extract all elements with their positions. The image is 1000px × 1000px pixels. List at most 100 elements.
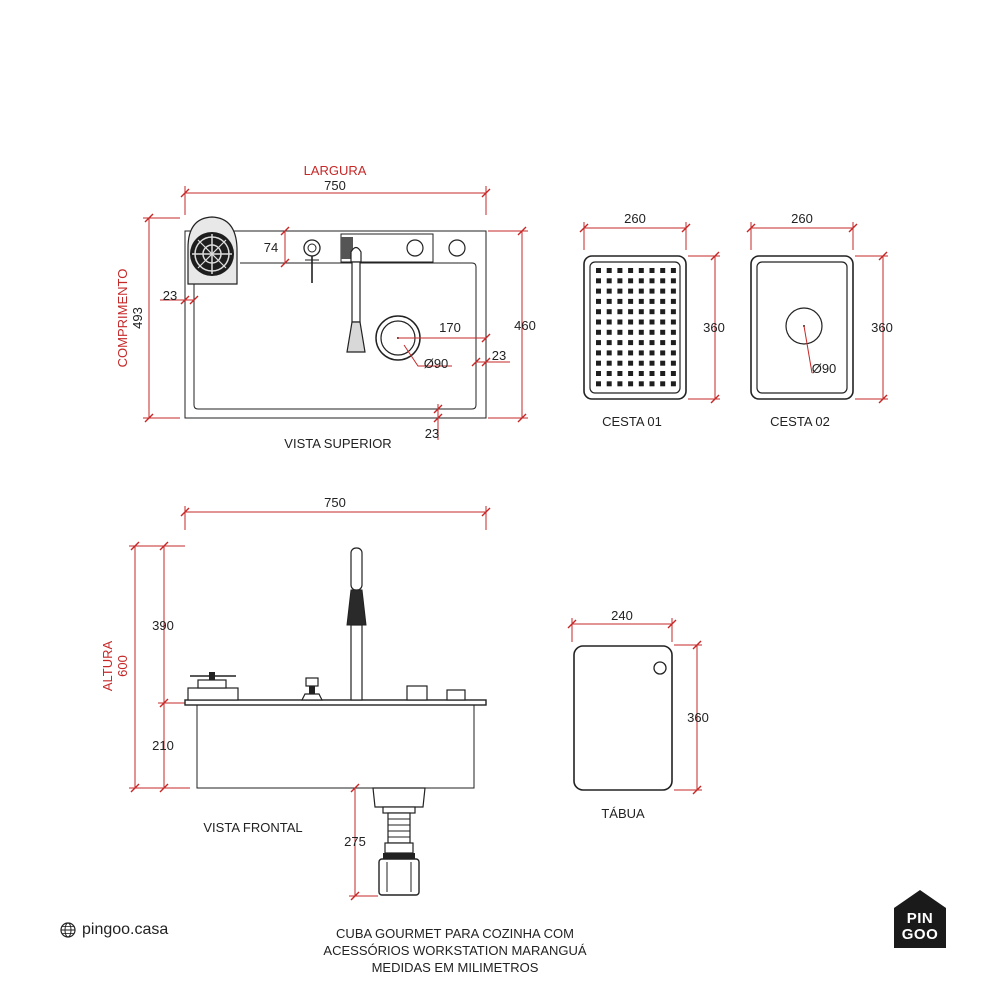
perforation-hole xyxy=(670,319,676,325)
perforation-hole xyxy=(617,371,623,376)
perforation-hole xyxy=(628,278,634,284)
perforation-hole xyxy=(606,319,612,325)
perforation-hole xyxy=(596,309,601,315)
perforation-hole xyxy=(660,360,666,366)
brand-url[interactable]: pingoo.casa xyxy=(82,921,169,938)
perforation-hole xyxy=(660,381,666,387)
perforation-hole xyxy=(628,309,634,315)
soap-dispenser-icon xyxy=(303,239,321,283)
perforation-hole xyxy=(596,350,601,356)
perforation-hole xyxy=(649,278,655,284)
width-label: LARGURA xyxy=(304,163,367,178)
perforation-hole xyxy=(660,329,666,335)
knob-front-icon xyxy=(446,689,466,701)
perforation-hole xyxy=(649,371,655,376)
basket1-perforations xyxy=(596,268,676,387)
perforation-hole xyxy=(649,298,655,304)
perforation-hole xyxy=(649,381,655,387)
perforation-hole xyxy=(670,360,676,366)
front-height-value: 600 xyxy=(115,655,130,677)
knob-front-icon xyxy=(406,685,428,701)
perforation-hole xyxy=(660,298,666,304)
perforation-hole xyxy=(638,371,644,376)
perforation-hole xyxy=(660,288,666,294)
basket2-drain-icon xyxy=(785,307,823,345)
perforation-hole xyxy=(617,278,623,284)
perforation-hole xyxy=(649,329,655,335)
drain-diameter-value: Ø90 xyxy=(424,356,449,371)
perforation-hole xyxy=(596,288,601,294)
perforation-hole xyxy=(606,329,612,335)
perforation-hole xyxy=(596,278,601,284)
top-view: LARGURA 750 COMPRIMENTO 493 460 xyxy=(115,163,536,451)
perforation-hole xyxy=(628,298,634,304)
perforation-hole xyxy=(617,350,623,356)
footer-line: ACESSÓRIOS WORKSTATION MARANGUÁ xyxy=(323,943,587,958)
perforation-hole xyxy=(628,371,634,376)
perforation-hole xyxy=(670,340,676,346)
perforation-hole xyxy=(606,340,612,346)
margin-bottom-value: 23 xyxy=(425,426,439,441)
logo-text-top: PIN xyxy=(906,910,934,927)
basket1-width-value: 260 xyxy=(624,211,646,226)
front-upper-value: 390 xyxy=(152,618,174,633)
perforation-hole xyxy=(606,350,612,356)
perforation-hole xyxy=(670,288,676,294)
control-knob-icon xyxy=(448,239,466,257)
perforation-hole xyxy=(660,268,666,273)
faucet-icon xyxy=(346,246,366,353)
perforation-hole xyxy=(649,319,655,325)
perforation-hole xyxy=(606,268,612,273)
logo-text-bottom: GOO xyxy=(901,926,939,943)
footer-line: CUBA GOURMET PARA COZINHA COM xyxy=(336,926,574,941)
perforation-hole xyxy=(606,360,612,366)
perforation-hole xyxy=(649,340,655,346)
margin-left-value: 23 xyxy=(163,288,177,303)
perforation-hole xyxy=(638,298,644,304)
cutting-board: 240 360 TÁBUA xyxy=(567,608,709,821)
perforation-hole xyxy=(670,278,676,284)
globe-icon xyxy=(60,922,76,938)
perforation-hole xyxy=(596,319,601,325)
perforation-hole xyxy=(617,298,623,304)
perforation-hole xyxy=(638,329,644,335)
pingoo-logo: PIN GOO xyxy=(894,890,946,948)
basket2-height-value: 360 xyxy=(871,320,893,335)
perforation-hole xyxy=(628,381,634,387)
margin-right-value: 23 xyxy=(492,348,506,363)
perforation-hole xyxy=(649,268,655,273)
board-hole-icon xyxy=(653,661,667,675)
perforation-hole xyxy=(617,340,623,346)
perforation-hole xyxy=(596,298,601,304)
perforation-hole xyxy=(670,298,676,304)
perforation-hole xyxy=(628,340,634,346)
perforation-hole xyxy=(660,319,666,325)
control-knob-icon xyxy=(406,239,424,257)
perforation-hole xyxy=(596,329,601,335)
perforation-hole xyxy=(596,381,601,387)
house-logo-icon xyxy=(894,890,946,948)
perforation-hole xyxy=(649,288,655,294)
basket1-caption: CESTA 01 xyxy=(602,414,662,429)
perforation-hole xyxy=(617,360,623,366)
footer-line: MEDIDAS EM MILIMETROS xyxy=(371,960,539,975)
perforation-hole xyxy=(606,278,612,284)
top-view-caption: VISTA SUPERIOR xyxy=(284,436,391,451)
perforation-hole xyxy=(660,371,666,376)
basket2-diameter-value: Ø90 xyxy=(812,361,837,376)
basket-01: 260 360 CESTA 01 xyxy=(579,211,725,429)
perforation-hole xyxy=(638,350,644,356)
front-view-caption: VISTA FRONTAL xyxy=(203,820,302,835)
cup-washer-icon xyxy=(187,216,238,285)
perforation-hole xyxy=(670,329,676,335)
perforation-hole xyxy=(660,278,666,284)
basket2-caption: CESTA 02 xyxy=(770,414,830,429)
perforation-hole xyxy=(617,381,623,387)
perforation-hole xyxy=(638,340,644,346)
drain-pipe-icon xyxy=(372,787,426,896)
perforation-hole xyxy=(638,288,644,294)
perforation-hole xyxy=(638,360,644,366)
length-value: 493 xyxy=(130,307,145,329)
front-view: 750 ALTURA 600 390 210 xyxy=(100,495,491,901)
inner-height-value: 460 xyxy=(514,318,536,333)
